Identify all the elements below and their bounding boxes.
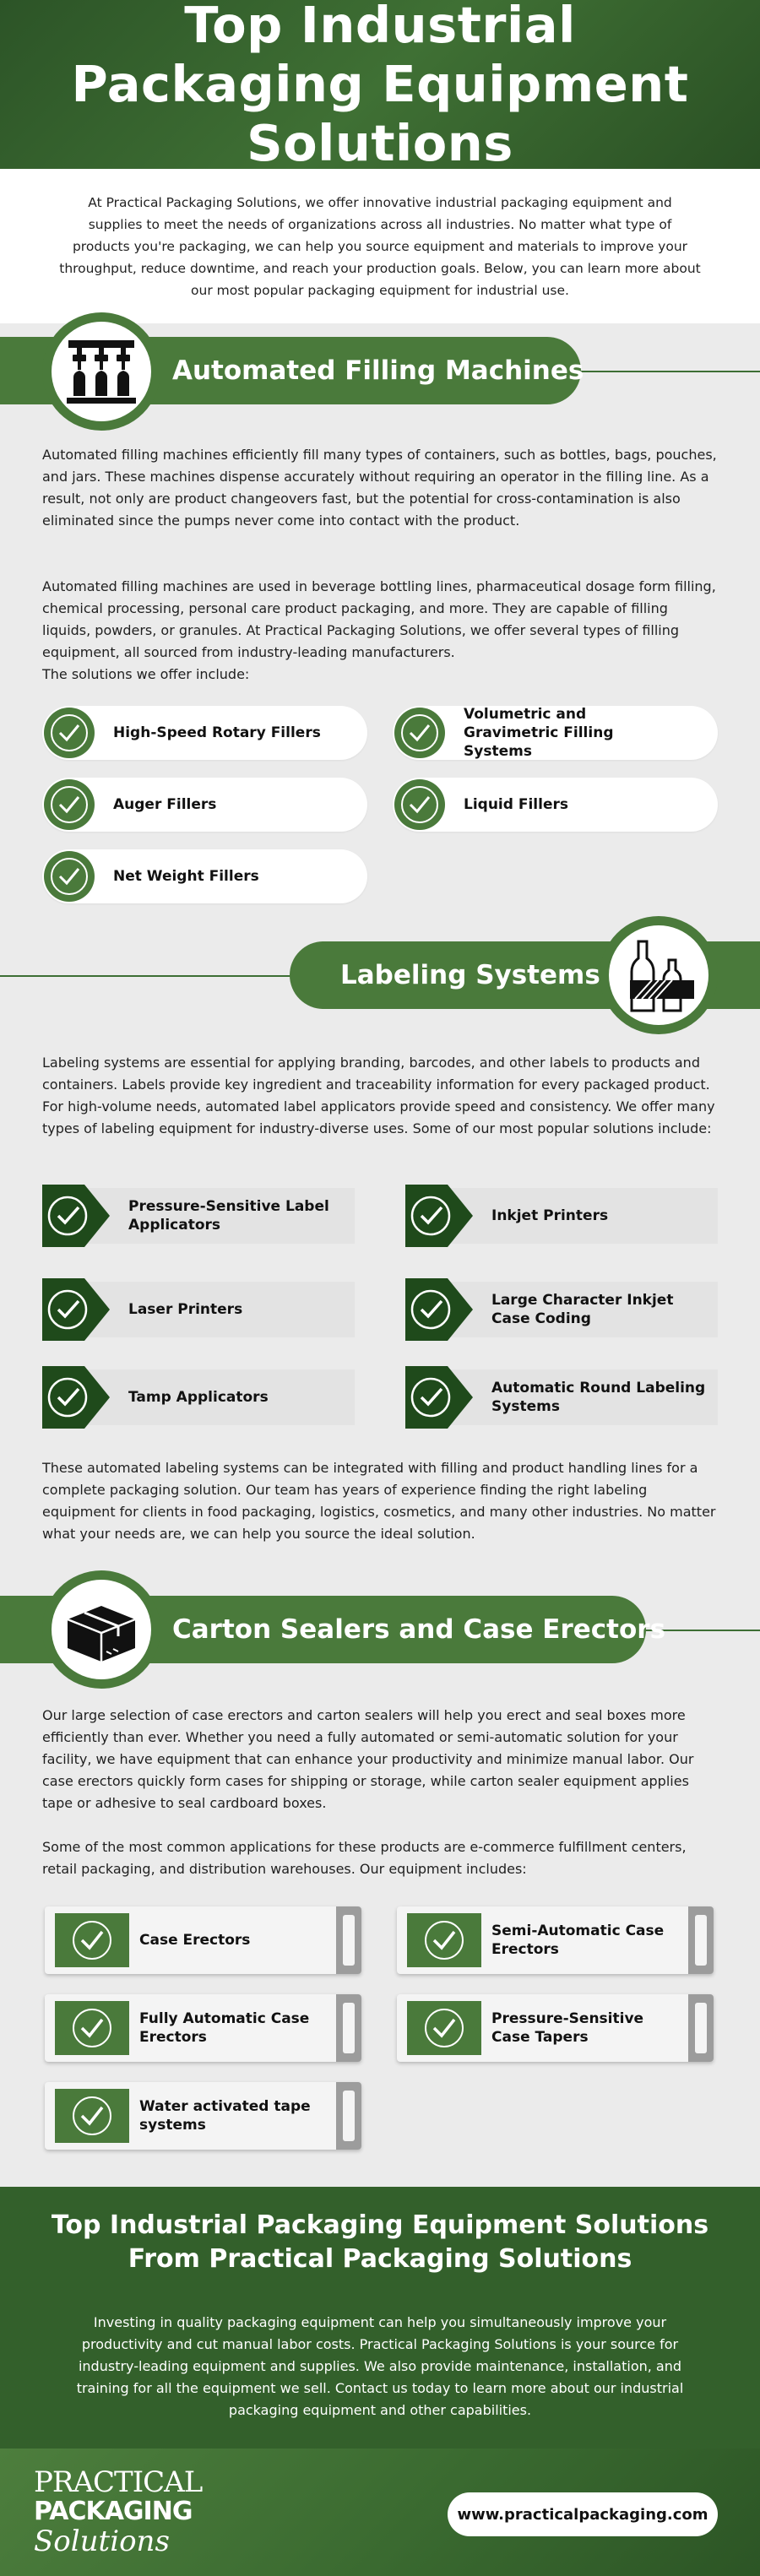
list-item: Auger Fillers	[42, 778, 367, 832]
closing-text: Investing in quality packaging equipment…	[76, 2314, 684, 2418]
list-item: Volumetric and Gravimetric Filling Syste…	[393, 706, 718, 760]
labeling-title: Labeling Systems	[340, 960, 600, 990]
list-item: Large Character Inkjet Case Coding	[405, 1278, 718, 1341]
cardboard-box-icon	[67, 1606, 136, 1662]
list-item: Inkjet Printers	[405, 1185, 718, 1247]
check-arrow-icon	[405, 1278, 473, 1341]
intro-text: At Practical Packaging Solutions, we off…	[59, 194, 701, 298]
website-link[interactable]: www.practicalpackaging.com	[448, 2492, 718, 2536]
check-arrow-icon	[42, 1366, 110, 1429]
check-icon	[58, 868, 80, 886]
section-divider-line	[591, 1630, 760, 1631]
check-arrow-icon	[405, 1185, 473, 1247]
intro-section: At Practical Packaging Solutions, we off…	[0, 169, 760, 323]
labeled-bottle-icon	[630, 940, 694, 1012]
list-item: Automatic Round Labeling Systems	[405, 1366, 718, 1429]
check-icon	[80, 2018, 104, 2038]
filling-nozzles-icon	[67, 340, 136, 404]
check-icon	[432, 2018, 456, 2038]
check-icon	[58, 724, 80, 742]
filling-paragraph-2: Automated filling machines are used in b…	[42, 578, 716, 660]
list-item: High-Speed Rotary Fillers	[42, 706, 367, 760]
section-divider-line	[507, 371, 760, 372]
check-arrow-icon	[42, 1185, 110, 1247]
check-icon	[432, 1930, 456, 1950]
page-title: Top Industrial Packaging Equipment Solut…	[71, 0, 689, 172]
check-arrow-icon	[405, 1366, 473, 1429]
filling-title: Automated Filling Machines	[172, 355, 584, 386]
hero-header: Top Industrial Packaging Equipment Solut…	[0, 0, 760, 172]
labeling-badge	[600, 916, 718, 1034]
list-item: Case Erectors	[45, 1906, 361, 1974]
company-logo: PRACTICAL PACKAGING Solutions	[34, 2465, 203, 2558]
filling-badge	[42, 312, 160, 431]
filling-paragraph-1: Automated filling machines efficiently f…	[42, 447, 717, 529]
list-item: Pressure-Sensitive Case Tapers	[397, 1994, 714, 2062]
check-icon	[80, 2106, 104, 2126]
list-item: Laser Printers	[42, 1278, 355, 1341]
closing-title: Top Industrial Packaging Equipment Solut…	[51, 2210, 709, 2274]
carton-paragraph-1: Our large selection of case erectors and…	[42, 1707, 694, 1811]
filling-paragraph-3: The solutions we offer include:	[42, 666, 250, 682]
list-item: Fully Automatic Case Erectors	[45, 1994, 361, 2062]
labeling-paragraph-2: These automated labeling systems can be …	[42, 1460, 716, 1542]
check-icon	[58, 796, 80, 814]
check-arrow-icon	[42, 1278, 110, 1341]
carton-title: Carton Sealers and Case Erectors	[172, 1614, 666, 1645]
list-item: Water activated tape systems	[45, 2082, 361, 2150]
list-item: Net Weight Fillers	[42, 849, 367, 903]
carton-badge	[42, 1570, 160, 1689]
section-divider-line	[0, 975, 304, 977]
carton-paragraph-2: Some of the most common applications for…	[42, 1839, 687, 1877]
check-icon	[409, 724, 431, 742]
list-item: Pressure-Sensitive Label Applicators	[42, 1185, 355, 1247]
list-item: Semi-Automatic Case Erectors	[397, 1906, 714, 1974]
closing-section: Top Industrial Packaging Equipment Solut…	[0, 2187, 760, 2449]
list-item: Liquid Fillers	[393, 778, 718, 832]
check-icon	[409, 796, 431, 814]
check-icon	[80, 1930, 104, 1950]
list-item: Tamp Applicators	[42, 1366, 355, 1429]
footer: PRACTICAL PACKAGING Solutions www.practi…	[0, 2449, 760, 2576]
labeling-paragraph-1: Labeling systems are essential for apply…	[42, 1055, 715, 1136]
